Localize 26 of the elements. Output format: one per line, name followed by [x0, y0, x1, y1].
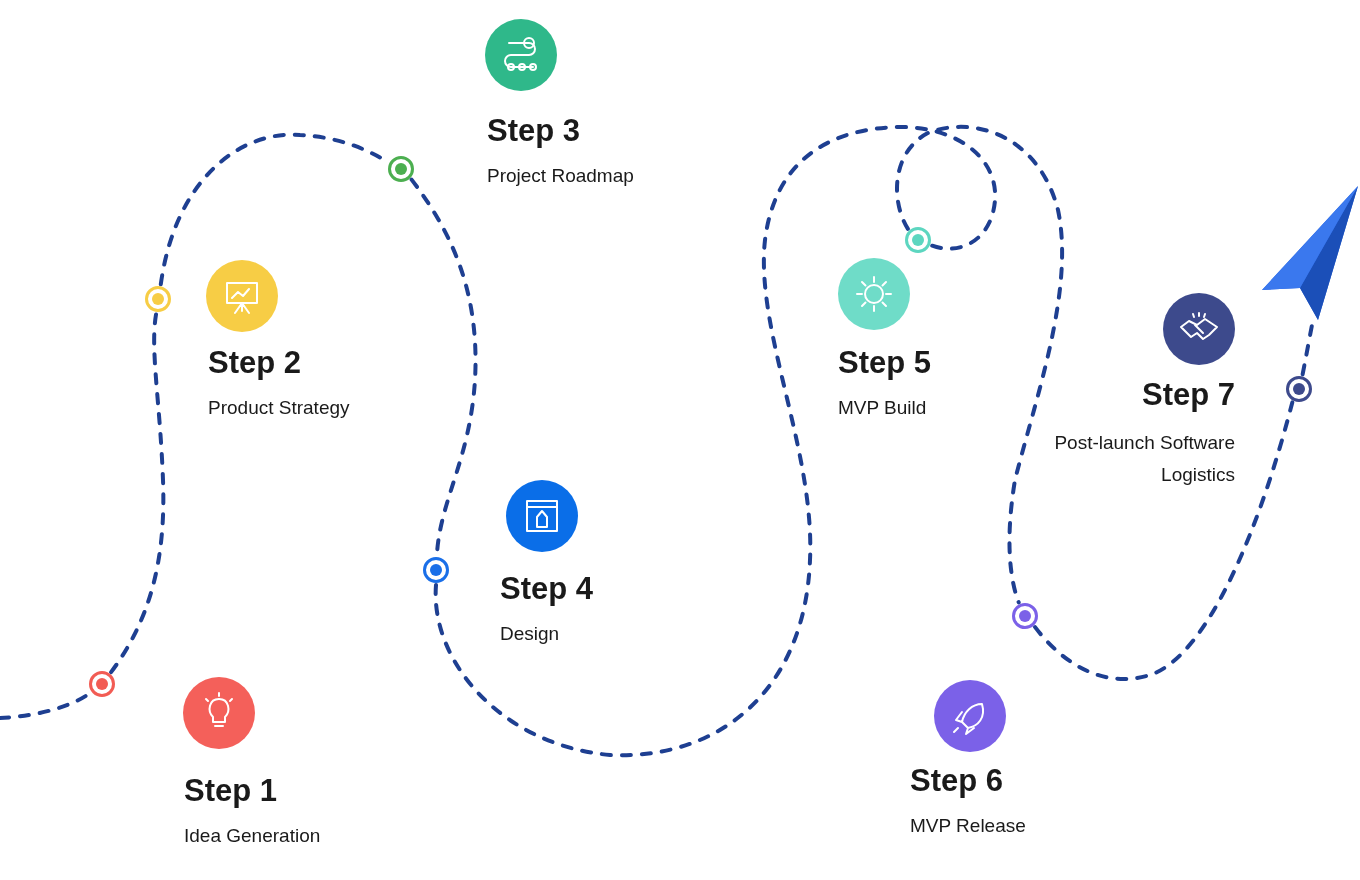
step-marker	[89, 671, 115, 697]
step-heading: Step 6	[910, 763, 1004, 799]
step-description: MVP Build	[838, 396, 927, 420]
step-heading: Step 1	[184, 773, 278, 809]
step-description: Idea Generation	[184, 824, 321, 848]
step-description: Project Roadmap	[487, 164, 634, 188]
step-marker	[145, 286, 171, 312]
step-heading: Step 4	[500, 571, 594, 607]
step-heading: Step 5	[838, 345, 932, 381]
step-description: Product Strategy	[208, 396, 350, 420]
dashed-path	[434, 125, 997, 757]
dashed-path	[1033, 400, 1295, 681]
dashed-path	[109, 311, 166, 675]
step-description: Post-launch Software Logistics	[1053, 431, 1235, 487]
step-marker	[1286, 376, 1312, 402]
step-marker	[423, 557, 449, 583]
step-heading: Step 3	[487, 113, 581, 149]
step-heading: Step 7	[1141, 377, 1235, 413]
step-marker	[388, 156, 414, 182]
paper-plane-drawing	[1260, 184, 1360, 322]
step-description: Design	[500, 622, 560, 646]
step-marker	[1012, 603, 1038, 629]
step-description: MVP Release	[910, 814, 1026, 838]
step-heading: Step 2	[208, 345, 302, 381]
dashed-path	[895, 125, 1065, 605]
step-marker	[905, 227, 931, 253]
